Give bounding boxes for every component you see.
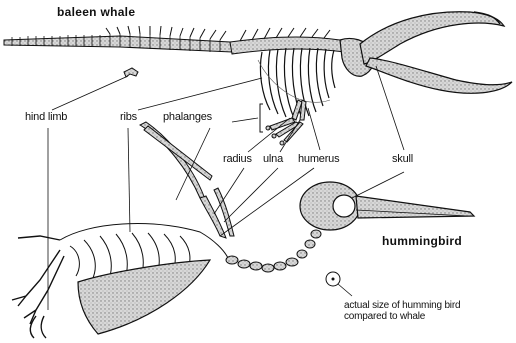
bird-legs	[12, 236, 64, 338]
whale-flipper	[266, 100, 306, 145]
bird-sternum	[78, 260, 210, 334]
label-hind-limb: hind limb	[25, 111, 67, 123]
whale-title: baleen whale	[57, 5, 135, 19]
label-radius: radius	[223, 153, 252, 165]
whale-skull	[340, 12, 512, 94]
actual-size-note-line1: actual size of humming bird	[344, 300, 460, 311]
actual-size-marker-icon	[326, 272, 340, 286]
bird-wing	[140, 122, 234, 238]
label-ulna: ulna	[263, 153, 283, 165]
label-ribs: ribs	[120, 111, 137, 123]
whale-tail-vertebrae	[4, 26, 232, 52]
whale-spine	[230, 37, 345, 54]
bird-skull	[300, 182, 474, 230]
actual-size-note-line2: compared to whale	[344, 311, 425, 322]
label-humerus: humerus	[298, 153, 339, 165]
label-phalanges: phalanges	[163, 111, 212, 123]
label-skull: skull	[392, 153, 413, 165]
hummingbird-title: hummingbird	[382, 234, 462, 248]
bird-neck	[226, 230, 321, 272]
whale-vestigial-hind-limb	[124, 68, 138, 77]
whale-skeleton	[4, 12, 512, 145]
